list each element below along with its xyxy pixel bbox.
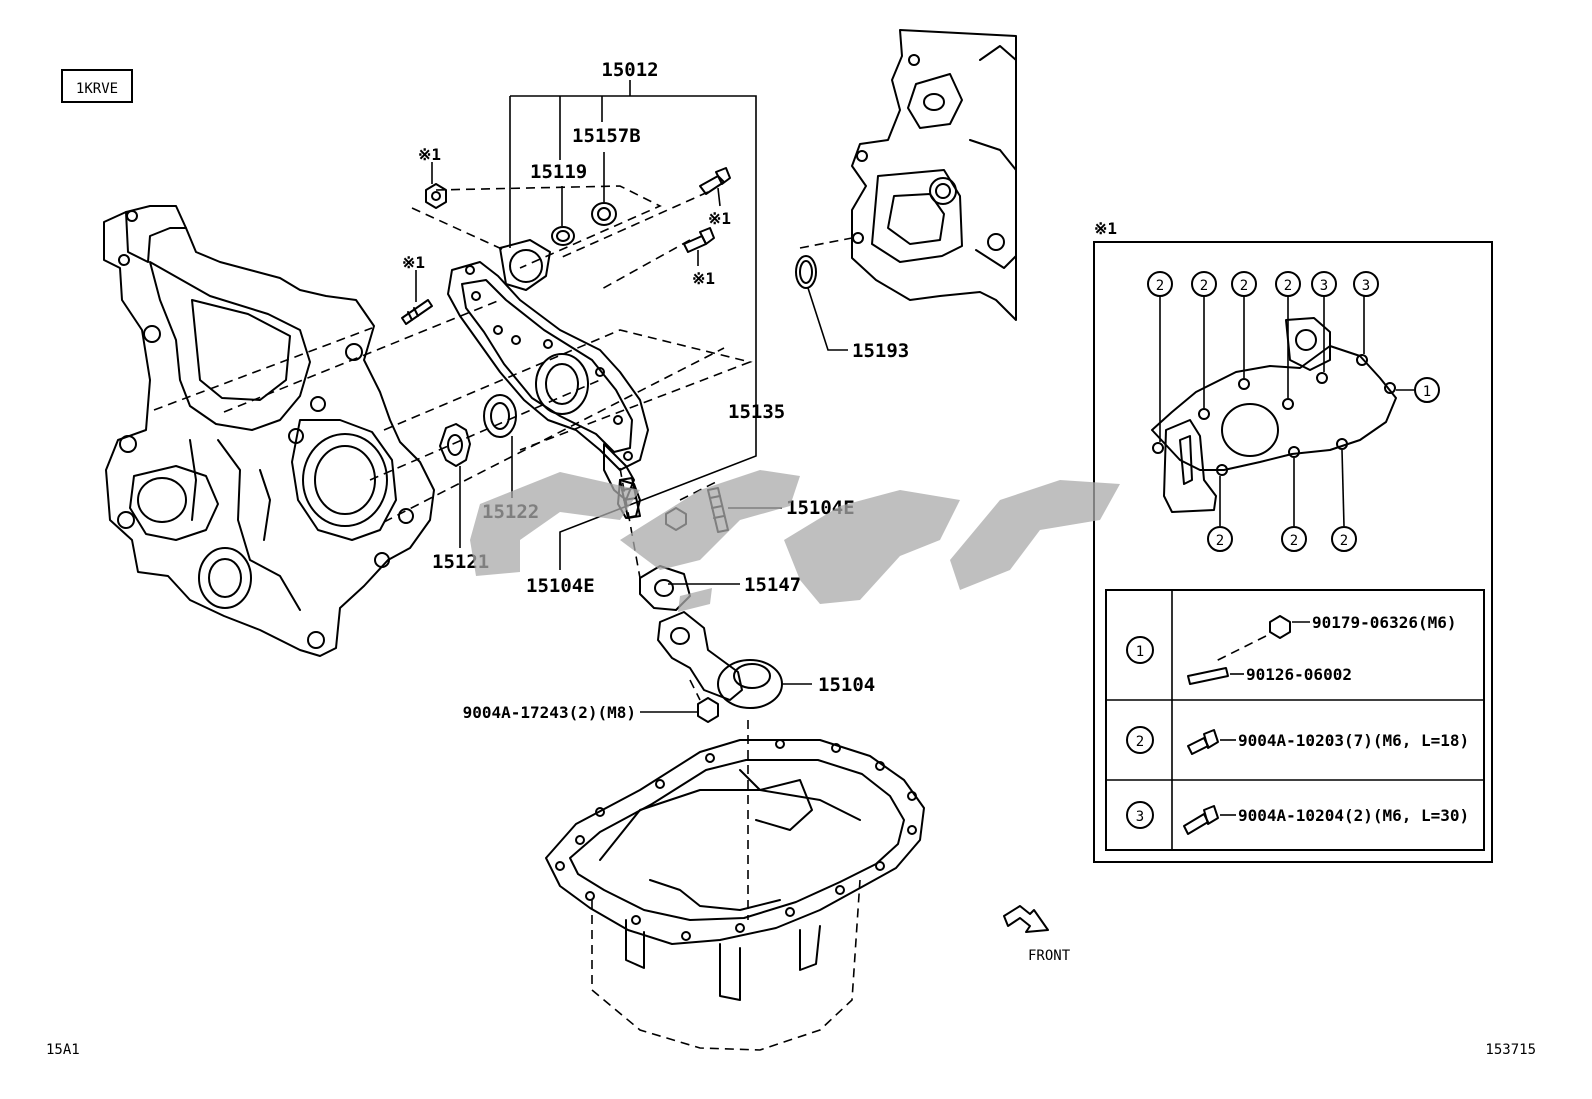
callout-circle: 2 <box>1331 526 1357 552</box>
fastener-part-number: 9004A-10204(2)(M6, L=30) <box>1238 806 1469 825</box>
callout-circle: 2 <box>1231 271 1257 297</box>
svg-text:2: 2 <box>1340 533 1348 549</box>
label-15157B: 15157B <box>572 125 641 147</box>
front-label: FRONT <box>1028 948 1071 964</box>
engine-block <box>851 29 1017 321</box>
table-row: 3 9004A-10204(2)(M6, L=30) <box>1126 801 1469 835</box>
inset-panel <box>1093 241 1493 863</box>
nut-note1-top <box>425 183 447 209</box>
inset-pump-drawing <box>1151 317 1397 513</box>
svg-text:1: 1 <box>1423 384 1431 400</box>
callout-circle: 2 <box>1191 271 1217 297</box>
stud-note1-left <box>401 299 433 325</box>
front-direction-arrow: FRONT <box>1003 905 1071 964</box>
callout-circle: 1 <box>1414 377 1440 403</box>
oil-strainer-15104 <box>657 611 783 709</box>
row-symbol-circle <box>1126 801 1154 829</box>
fastener-part-number: 9004A-10203(7)(M6, L=18) <box>1238 731 1469 750</box>
bolt-icon <box>1183 813 1209 835</box>
note-mark-right-mid: ※1 <box>692 269 715 288</box>
fastener-table <box>1105 589 1485 851</box>
label-15104: 15104 <box>818 674 875 696</box>
nut-icon <box>1269 615 1291 639</box>
label-15119: 15119 <box>530 161 587 183</box>
label-15012: 15012 <box>601 59 658 81</box>
row-symbol: 2 <box>1136 734 1144 750</box>
illustration-number: 153715 <box>1485 1042 1536 1058</box>
svg-text:2: 2 <box>1200 278 1208 294</box>
row-symbol-circle <box>1126 636 1154 664</box>
watermark-logo <box>470 470 1120 612</box>
nut-9004A-17243 <box>697 697 719 723</box>
label-15104E-left: 15104E <box>526 575 595 597</box>
note-mark-left: ※1 <box>402 253 425 272</box>
callout-circle: 2 <box>1275 271 1301 297</box>
note-mark-top: ※1 <box>418 145 441 164</box>
callout-circle: 3 <box>1353 271 1379 297</box>
svg-text:3: 3 <box>1320 278 1328 294</box>
label-15135: 15135 <box>728 401 785 423</box>
label-nut-spec: 9004A-17243(2)(M8) <box>463 703 636 722</box>
row-symbol-circle <box>1126 726 1154 754</box>
svg-text:2: 2 <box>1216 533 1224 549</box>
row-symbol: 1 <box>1136 644 1144 660</box>
label-15193: 15193 <box>852 340 909 362</box>
callout-circle: 2 <box>1281 526 1307 552</box>
oil-pump-assembly <box>447 239 649 519</box>
fastener-part-number: 90179-06326(M6) <box>1312 613 1457 632</box>
svg-text:2: 2 <box>1156 278 1164 294</box>
timing-chain-cover <box>103 205 435 657</box>
table-row: 1 90179-06326(M6) 90126-06002 <box>1126 613 1457 685</box>
bolt-note1-mid <box>683 227 715 253</box>
table-row: 2 9004A-10203(7)(M6, L=18) <box>1126 726 1469 755</box>
svg-text:2: 2 <box>1284 278 1292 294</box>
label-15147: 15147 <box>744 574 801 596</box>
seal-15157B <box>591 202 617 226</box>
engine-code-box: 1KRVE <box>61 69 133 103</box>
inset-title: ※1 <box>1094 219 1117 238</box>
oil-pan <box>545 739 925 1051</box>
stud-icon <box>1187 667 1229 685</box>
svg-text:3: 3 <box>1362 278 1370 294</box>
row-symbol: 3 <box>1136 809 1144 825</box>
svg-text:2: 2 <box>1290 533 1298 549</box>
diagram-code: 15A1 <box>46 1042 80 1058</box>
callout-circle: 2 <box>1147 271 1173 297</box>
note-mark-right-top: ※1 <box>708 209 731 228</box>
engine-code: 1KRVE <box>76 81 118 97</box>
callout-circle: 3 <box>1311 271 1337 297</box>
o-ring-15119 <box>551 226 575 246</box>
svg-text:2: 2 <box>1240 278 1248 294</box>
o-ring-15193 <box>795 255 817 289</box>
inset-leaders <box>1159 296 1414 527</box>
bolt-note1-top <box>699 167 731 195</box>
rotor-15121 <box>439 423 471 467</box>
fastener-part-number: 90126-06002 <box>1246 665 1352 684</box>
leader-lines <box>415 80 848 713</box>
oil-seal-15122 <box>483 394 517 438</box>
callout-circle: 2 <box>1207 526 1233 552</box>
